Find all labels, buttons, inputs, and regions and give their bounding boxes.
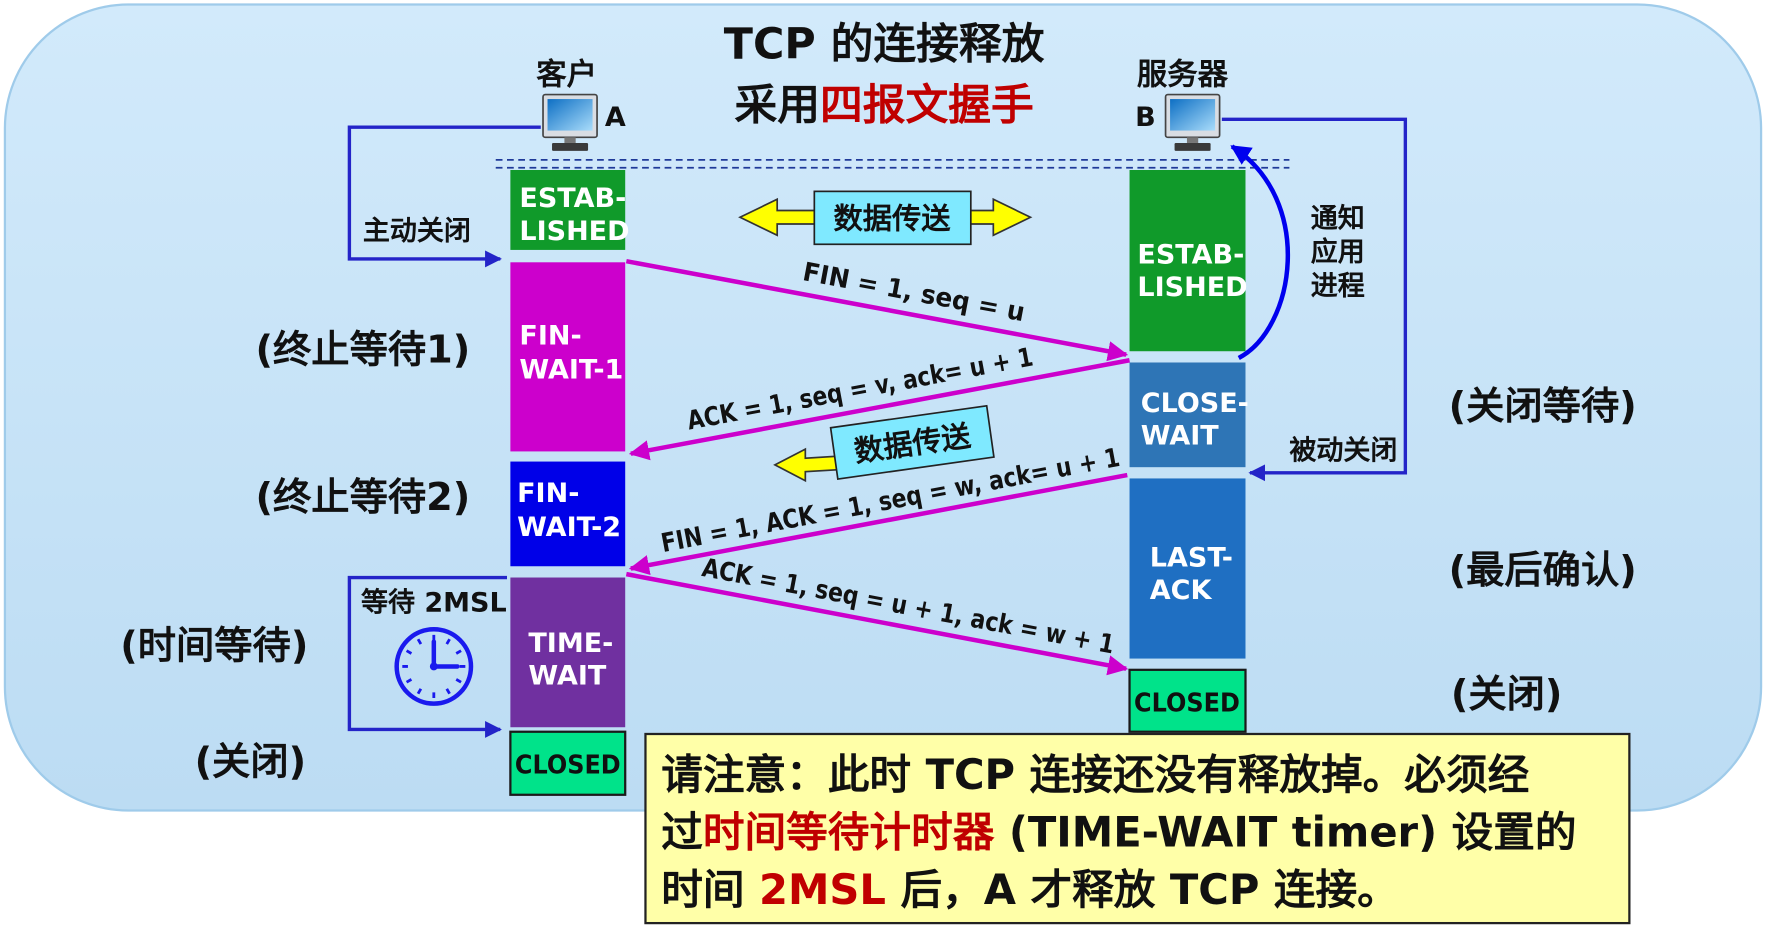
client-state-fin-wait-1: FIN- WAIT-1 bbox=[510, 262, 626, 452]
client-state-established: ESTAB- LISHED bbox=[510, 169, 630, 250]
server-state-close-wait: CLOSE- WAIT bbox=[1129, 362, 1249, 468]
note-line-2: 过时间等待计时器 (TIME-WAIT timer) 设置的 bbox=[661, 808, 1576, 857]
note-line-3-end: 后，A 才释放 TCP 连接。 bbox=[886, 865, 1399, 914]
clock-face bbox=[394, 627, 474, 706]
note-line-2-start: 过 bbox=[661, 808, 703, 857]
client-state-time-wait: TIME- WAIT bbox=[510, 577, 626, 728]
state-text-line-2: WAIT-2 bbox=[517, 512, 621, 543]
server-name: 服务器 bbox=[1137, 57, 1229, 92]
client-state-closed: CLOSED bbox=[509, 730, 627, 796]
subtitle-prefix: 采用 bbox=[734, 80, 820, 130]
note-line-3-start: 时间 bbox=[661, 865, 759, 914]
state-box bbox=[1129, 478, 1246, 659]
segment-arrow-1 bbox=[625, 258, 1129, 362]
client-computer-icon bbox=[542, 93, 598, 151]
notify-label-line-2: 应用 bbox=[1311, 236, 1365, 268]
state-text-line-1: CLOSED bbox=[515, 750, 621, 780]
server-state-established: ESTAB- LISHED bbox=[1129, 169, 1248, 352]
state-text-line-2: ACK bbox=[1150, 575, 1213, 606]
state-text-line-2: WAIT-1 bbox=[519, 354, 623, 385]
clock-icon bbox=[394, 627, 474, 706]
clock-ticks bbox=[402, 634, 466, 698]
state-box bbox=[509, 730, 627, 796]
state-text-line-2: LISHED bbox=[519, 216, 629, 247]
state-box bbox=[510, 262, 626, 452]
state-text-line-2: WAIT bbox=[528, 660, 607, 691]
server-label-last-ack: (最后确认) bbox=[1449, 548, 1637, 593]
state-box bbox=[510, 461, 626, 567]
server-computer-icon bbox=[1164, 93, 1221, 151]
state-box bbox=[510, 577, 626, 728]
note-line-1: 请注意：此时 TCP 连接还没有释放掉。必须经 bbox=[661, 750, 1529, 799]
note-line-3-highlight: 2MSL bbox=[759, 865, 886, 914]
server-label-close-wait: (关闭等待) bbox=[1449, 384, 1637, 429]
active-close-label: 主动关闭 bbox=[363, 216, 471, 247]
state-text-line-1: FIN- bbox=[517, 478, 579, 509]
server-label-closed: (关闭) bbox=[1451, 672, 1563, 717]
client-label-fin-wait-2: (终止等待2) bbox=[256, 475, 471, 520]
notify-label-line-1: 通知 bbox=[1311, 203, 1365, 234]
state-text-line-1: LAST- bbox=[1150, 542, 1233, 573]
note-line-2-end: (TIME-WAIT timer) 设置的 bbox=[994, 808, 1576, 857]
segment-arrow-4 bbox=[625, 571, 1129, 676]
server-state-last-ack: LAST- ACK bbox=[1129, 478, 1246, 659]
segment-arrow-2 bbox=[628, 358, 1130, 461]
diagram-subtitle: 采用四报文握手 bbox=[734, 80, 1033, 130]
note-background bbox=[644, 732, 1631, 925]
state-box bbox=[1129, 362, 1246, 468]
segment-arrow-3 bbox=[628, 472, 1128, 576]
server-letter: B bbox=[1135, 102, 1156, 133]
time-wait-label: 等待 2MSL bbox=[361, 586, 507, 618]
client-state-fin-wait-2: FIN- WAIT-2 bbox=[510, 461, 626, 567]
state-text-line-1: TIME- bbox=[528, 628, 613, 659]
subtitle-highlight: 四报文握手 bbox=[820, 80, 1034, 130]
client-label-closed: (关闭) bbox=[195, 740, 307, 785]
state-text-line-1: CLOSE- bbox=[1141, 388, 1249, 419]
notify-label-line-3: 进程 bbox=[1311, 271, 1365, 302]
client-label-time-wait: (时间等待) bbox=[120, 624, 308, 669]
state-text-line-2: WAIT bbox=[1141, 421, 1220, 452]
client-label-fin-wait-1: (终止等待1) bbox=[256, 327, 471, 372]
note-line-3: 时间 2MSL 后，A 才释放 TCP 连接。 bbox=[661, 865, 1399, 914]
state-text-line-1: ESTAB- bbox=[519, 183, 626, 214]
diagram-title: TCP 的连接释放 bbox=[724, 20, 1045, 70]
data-transfer-bidirectional: 数据传送 bbox=[738, 190, 1033, 246]
data-transfer-label: 数据传送 bbox=[834, 202, 952, 236]
state-text-line-1: CLOSED bbox=[1134, 688, 1240, 718]
data-transfer-box bbox=[813, 190, 972, 246]
passive-close-label: 被动关闭 bbox=[1289, 435, 1397, 466]
note-box: 请注意：此时 TCP 连接还没有释放掉。必须经 过时间等待计时器 (TIME-W… bbox=[644, 732, 1631, 925]
time-wait-bracket bbox=[347, 575, 507, 738]
client-letter: A bbox=[605, 102, 626, 133]
client-name: 客户 bbox=[536, 56, 597, 92]
clock-center bbox=[429, 662, 438, 671]
state-text-line-1: FIN- bbox=[519, 320, 581, 351]
state-text-line-1: ESTAB- bbox=[1137, 239, 1244, 270]
note-line-2-highlight: 时间等待计时器 bbox=[703, 808, 995, 857]
state-box bbox=[510, 169, 626, 250]
active-close-line bbox=[347, 125, 541, 268]
data-transfer-box bbox=[829, 404, 995, 480]
state-box bbox=[1129, 169, 1246, 352]
notify-application-arrow bbox=[1230, 144, 1290, 360]
state-text-line-2: LISHED bbox=[1137, 272, 1247, 303]
data-transfer-server-to-client: 数据传送 bbox=[773, 404, 995, 483]
state-box bbox=[1128, 668, 1247, 733]
passive-close-line bbox=[1221, 117, 1408, 482]
server-state-closed: CLOSED bbox=[1128, 668, 1247, 733]
